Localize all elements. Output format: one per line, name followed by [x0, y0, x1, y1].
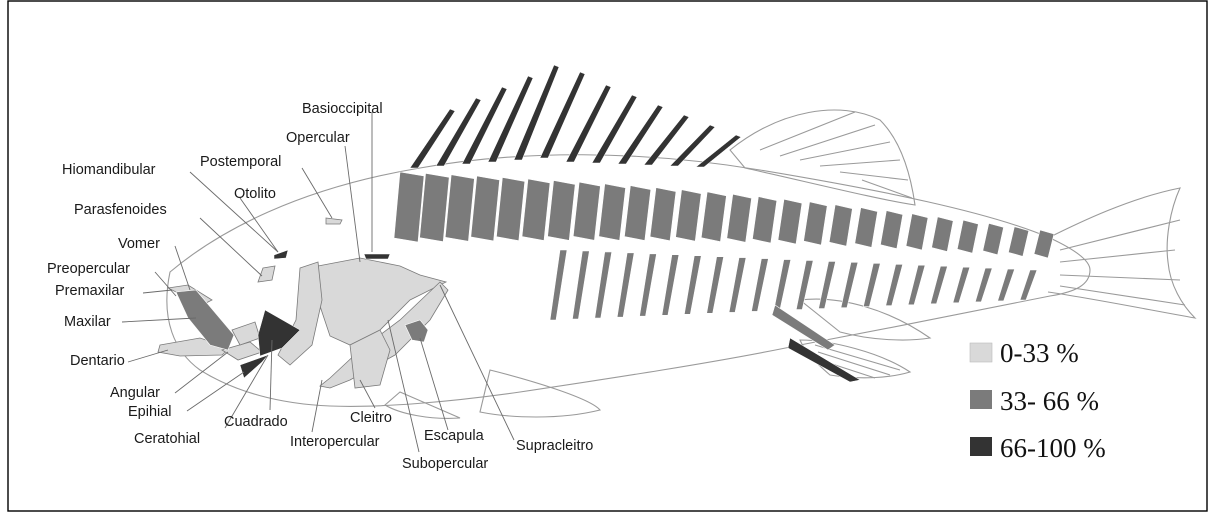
legend-label-high: 66-100 % [1000, 433, 1106, 463]
label-postemporal: Postemporal [200, 154, 281, 170]
label-parasfenoides: Parasfenoides [74, 202, 167, 218]
label-vomer: Vomer [118, 236, 160, 252]
label-interopercular: Interopercular [290, 434, 380, 450]
label-cleitro: Cleitro [350, 410, 392, 426]
basioccipital-bone [364, 254, 390, 259]
label-subopercular: Subopercular [402, 456, 488, 472]
label-cuadrado: Cuadrado [224, 414, 288, 430]
label-otolito: Otolito [234, 186, 276, 202]
label-escapula: Escapula [424, 428, 485, 444]
legend-swatch-low [970, 343, 992, 362]
legend-label-low: 0-33 % [1000, 338, 1079, 368]
label-supracleitro: Supracleitro [516, 438, 593, 454]
label-maxilar: Maxilar [64, 314, 111, 330]
label-opercular: Opercular [286, 130, 350, 146]
label-hiomandibular: Hiomandibular [62, 162, 156, 178]
label-premaxilar: Premaxilar [55, 283, 124, 299]
label-dentario: Dentario [70, 353, 125, 369]
legend-swatch-mid [970, 390, 992, 409]
label-basioccipital: Basioccipital [302, 101, 383, 117]
label-ceratohial: Ceratohial [134, 431, 200, 447]
label-angular: Angular [110, 385, 160, 401]
legend-swatch-high [970, 437, 992, 456]
label-epihial: Epihial [128, 404, 172, 420]
label-preopercular: Preopercular [47, 261, 130, 277]
legend-label-mid: 33- 66 % [1000, 386, 1099, 416]
